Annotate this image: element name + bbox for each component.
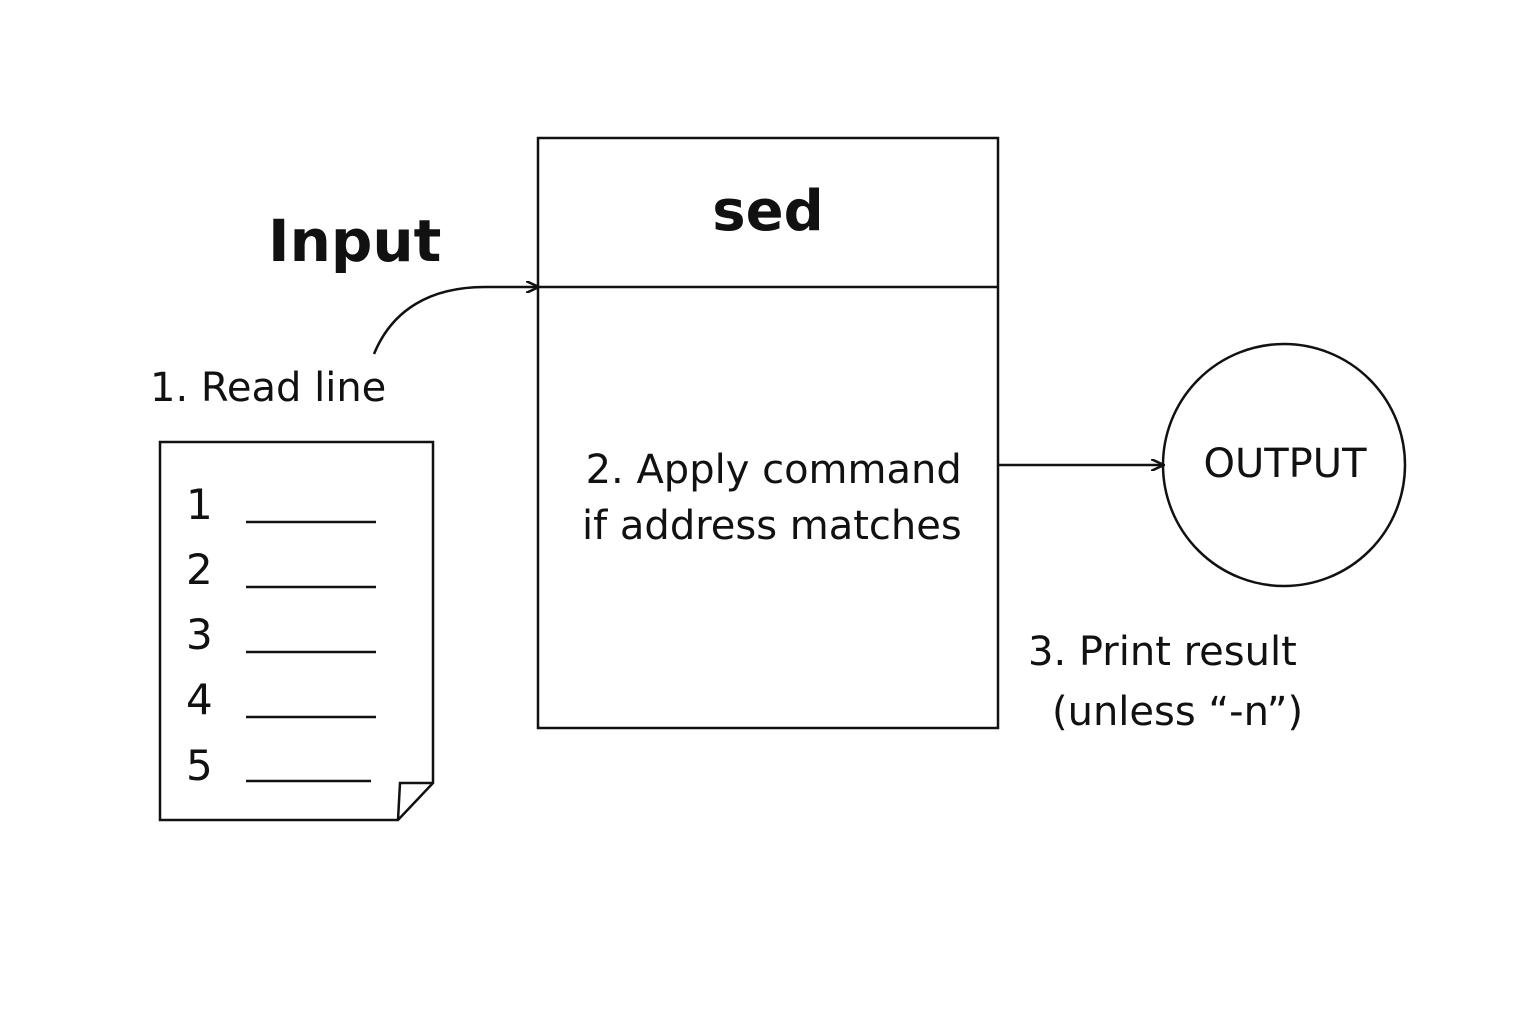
step2-label: 2. Apply command if address matches	[582, 442, 962, 554]
output-label: OUTPUT	[1203, 441, 1367, 487]
output-circle	[1161, 342, 1407, 588]
step3-line-2: (unless “-n”)	[1052, 689, 1304, 735]
step3-label: 3. Print result (unless “-n”)	[1028, 622, 1303, 742]
file-line-number-5: 5	[186, 741, 213, 790]
sed-box	[536, 136, 1000, 730]
step1-label: 1. Read line	[150, 365, 387, 411]
step2-line-2: if address matches	[582, 503, 962, 549]
sed-title: sed	[712, 179, 824, 244]
step2-line-1: 2. Apply command	[585, 447, 962, 493]
step3-line-1: 3. Print result	[1028, 629, 1297, 675]
file-line-number-3: 3	[186, 610, 213, 659]
read-arrow	[372, 287, 538, 355]
input-label: Input	[268, 207, 442, 275]
file-line-number-1: 1	[186, 480, 213, 529]
file-line-number-4: 4	[186, 675, 213, 724]
input-file-icon	[158, 440, 435, 822]
file-line-number-2: 2	[186, 545, 213, 594]
file-fold-corner	[396, 781, 433, 821]
